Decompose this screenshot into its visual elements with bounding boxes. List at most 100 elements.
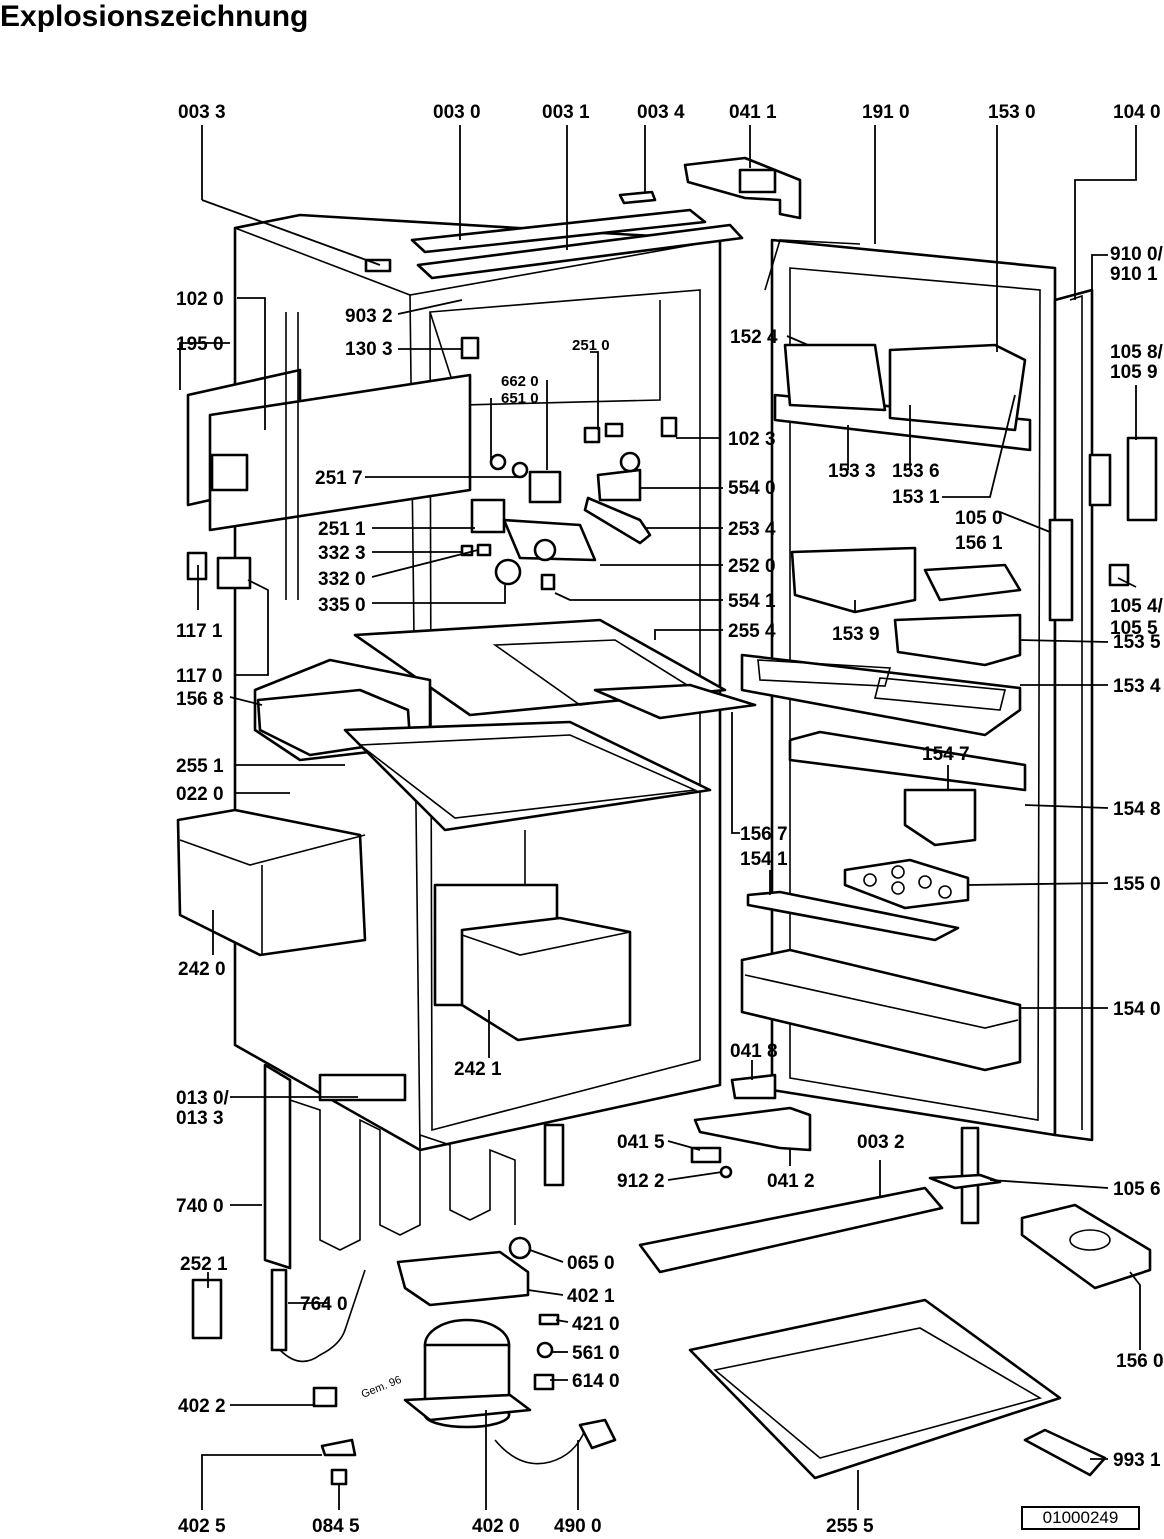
door-bracket-105-6 bbox=[928, 1126, 1002, 1225]
label-156-8: 156 8 bbox=[176, 689, 224, 710]
power-cord bbox=[494, 1418, 617, 1465]
label-402-1: 402 1 bbox=[567, 1286, 615, 1307]
label-041-2: 041 2 bbox=[767, 1171, 815, 1192]
label-253-4: 253 4 bbox=[728, 519, 776, 540]
crisper-drawer-right bbox=[460, 916, 632, 1042]
label-242-1: 242 1 bbox=[454, 1059, 502, 1080]
door-shelf-153-4 bbox=[740, 653, 1022, 737]
compressor bbox=[396, 1236, 532, 1429]
label-402-0: 402 0 bbox=[472, 1516, 520, 1537]
scraper-993-1 bbox=[1023, 1428, 1107, 1477]
label-554-1: 554 1 bbox=[728, 591, 776, 612]
label-651-0: 651 0 bbox=[501, 390, 539, 407]
label-022-0: 022 0 bbox=[176, 784, 224, 805]
label-105-5: 105 5 bbox=[1110, 618, 1158, 639]
part-labels: 003 3 003 0 003 1 003 4 041 1 191 0 153 … bbox=[176, 102, 1164, 1537]
label-105-4: 105 4/ bbox=[1110, 596, 1164, 617]
label-105-9: 105 9 bbox=[1110, 362, 1158, 383]
label-105-6: 105 6 bbox=[1113, 1179, 1161, 1200]
lower-hinge-parts bbox=[186, 551, 252, 590]
label-003-4: 003 4 bbox=[637, 102, 685, 123]
label-332-3: 332 3 bbox=[318, 543, 366, 564]
label-153-3: 153 3 bbox=[828, 461, 876, 482]
label-153-0: 153 0 bbox=[988, 102, 1036, 123]
drip-tray bbox=[593, 683, 757, 720]
ice-cube-tray bbox=[1020, 1203, 1152, 1290]
label-421-0: 421 0 bbox=[572, 1314, 620, 1335]
door-gasket bbox=[764, 239, 861, 291]
label-155-0: 155 0 bbox=[1113, 874, 1161, 895]
label-041-5: 041 5 bbox=[617, 1132, 665, 1153]
label-003-2: 003 2 bbox=[857, 1132, 905, 1153]
label-402-5: 402 5 bbox=[178, 1516, 226, 1537]
label-154-8: 154 8 bbox=[1113, 799, 1161, 820]
door-hinge-parts bbox=[1048, 436, 1158, 622]
label-903-2: 903 2 bbox=[345, 306, 393, 327]
label-105-0: 105 0 bbox=[955, 508, 1003, 529]
label-255-4: 255 4 bbox=[728, 621, 776, 642]
label-084-5: 084 5 bbox=[312, 1516, 360, 1537]
label-251-7: 251 7 bbox=[315, 468, 363, 489]
top-hinge bbox=[683, 156, 802, 220]
label-156-0: 156 0 bbox=[1116, 1351, 1164, 1372]
door-rail-154-8 bbox=[788, 730, 1027, 847]
label-332-0: 332 0 bbox=[318, 569, 366, 590]
crisper-drawer-left bbox=[176, 808, 367, 957]
label-105-8: 105 8/ bbox=[1110, 342, 1164, 363]
label-130-3: 130 3 bbox=[345, 339, 393, 360]
label-102-0: 102 0 bbox=[176, 289, 224, 310]
label-402-2: 402 2 bbox=[178, 1396, 226, 1417]
label-251-1: 251 1 bbox=[318, 519, 366, 540]
label-117-1: 117 1 bbox=[176, 621, 223, 642]
label-152-4: 152 4 bbox=[730, 327, 778, 348]
label-154-1: 154 1 bbox=[740, 849, 788, 870]
label-740-0: 740 0 bbox=[176, 1196, 224, 1217]
label-252-1: 252 1 bbox=[180, 1254, 228, 1275]
label-153-4: 153 4 bbox=[1113, 676, 1161, 697]
door-bin-top bbox=[773, 343, 1032, 452]
label-251-0: 251 0 bbox=[572, 337, 610, 354]
bottom-hinge bbox=[690, 1073, 812, 1179]
label-013-0: 013 0/ bbox=[176, 1088, 230, 1109]
label-191-0: 191 0 bbox=[862, 102, 910, 123]
signature-mark: Gem. 96 bbox=[360, 1374, 404, 1401]
label-195-0: 195 0 bbox=[176, 334, 224, 355]
compressor-accessories bbox=[191, 1278, 560, 1486]
label-156-1: 156 1 bbox=[955, 533, 1003, 554]
label-041-1: 041 1 bbox=[729, 102, 777, 123]
label-104-0: 104 0 bbox=[1113, 102, 1161, 123]
label-255-1: 255 1 bbox=[176, 756, 224, 777]
label-041-8: 041 8 bbox=[730, 1041, 778, 1062]
glass-shelf-bottom bbox=[688, 1298, 1062, 1480]
label-156-7: 156 7 bbox=[740, 824, 788, 845]
condenser bbox=[263, 1063, 565, 1270]
capillary bbox=[270, 1268, 366, 1363]
document-number: 01000249 bbox=[1021, 1506, 1140, 1530]
leader-lines bbox=[179, 125, 1141, 1510]
label-153-6: 153 6 bbox=[892, 461, 940, 482]
label-153-9: 153 9 bbox=[832, 624, 880, 645]
label-614-0: 614 0 bbox=[572, 1371, 620, 1392]
door-box-153-5 bbox=[893, 613, 1022, 667]
label-154-7: 154 7 bbox=[922, 744, 970, 765]
freezer-door bbox=[186, 312, 472, 600]
label-003-3: 003 3 bbox=[178, 102, 226, 123]
label-335-0: 335 0 bbox=[318, 595, 366, 616]
bottle-rail-154-1 bbox=[746, 890, 960, 942]
egg-tray-155-0 bbox=[843, 858, 970, 910]
label-003-1: 003 1 bbox=[542, 102, 590, 123]
label-153-1: 153 1 bbox=[892, 487, 940, 508]
label-013-3: 013 3 bbox=[176, 1108, 224, 1129]
toe-plate bbox=[638, 1186, 944, 1274]
label-662-0: 662 0 bbox=[501, 373, 539, 390]
label-065-0: 065 0 bbox=[567, 1253, 615, 1274]
label-561-0: 561 0 bbox=[572, 1343, 620, 1364]
label-102-3: 102 3 bbox=[728, 429, 776, 450]
label-910-0: 910 0/ bbox=[1110, 244, 1164, 265]
label-242-0: 242 0 bbox=[178, 959, 226, 980]
door-box-156-1 bbox=[923, 563, 1022, 602]
control-assembly bbox=[460, 336, 678, 591]
bottle-bin-154-0 bbox=[740, 948, 1022, 1072]
label-153-5: 153 5 bbox=[1113, 632, 1161, 653]
